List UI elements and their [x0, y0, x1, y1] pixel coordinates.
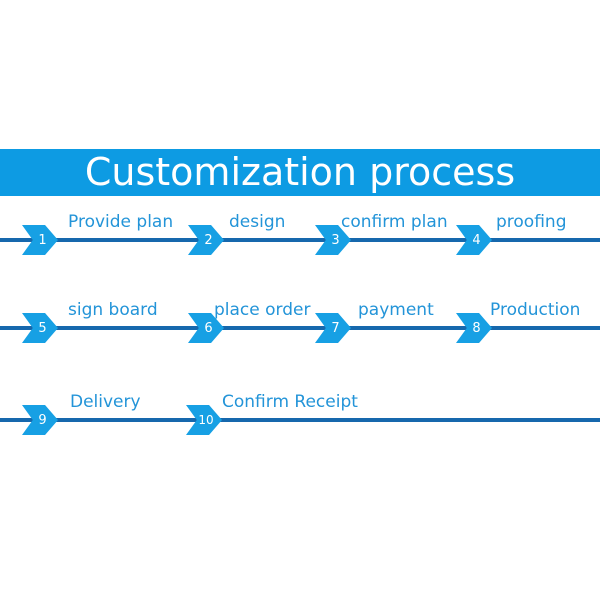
- step-label-6: place order: [214, 300, 311, 320]
- flow-line-3: [0, 418, 600, 422]
- step-label-1: Provide plan: [68, 212, 174, 232]
- flow-row-3: Delivery 9 Confirm Receipt 10: [0, 392, 600, 442]
- step-label-7: payment: [358, 300, 434, 320]
- step-label-9: Delivery: [70, 392, 141, 412]
- step-label-8: Production: [490, 300, 581, 320]
- flow-line-2: [0, 326, 600, 330]
- step-label-2: design: [229, 212, 286, 232]
- flow-line-1: [0, 238, 600, 242]
- flow-row-2: sign board 5 place order 6 payment 7 Pro…: [0, 300, 600, 350]
- flow-row-1: Provide plan 1 design 2 confirm plan 3 p…: [0, 212, 600, 262]
- page-title: Customization process: [84, 150, 516, 194]
- step-label-4: proofing: [496, 212, 567, 232]
- step-label-5: sign board: [68, 300, 158, 320]
- title-banner: Customization process: [0, 149, 600, 196]
- step-label-3: confirm plan: [341, 212, 448, 232]
- step-label-10: Confirm Receipt: [222, 392, 358, 412]
